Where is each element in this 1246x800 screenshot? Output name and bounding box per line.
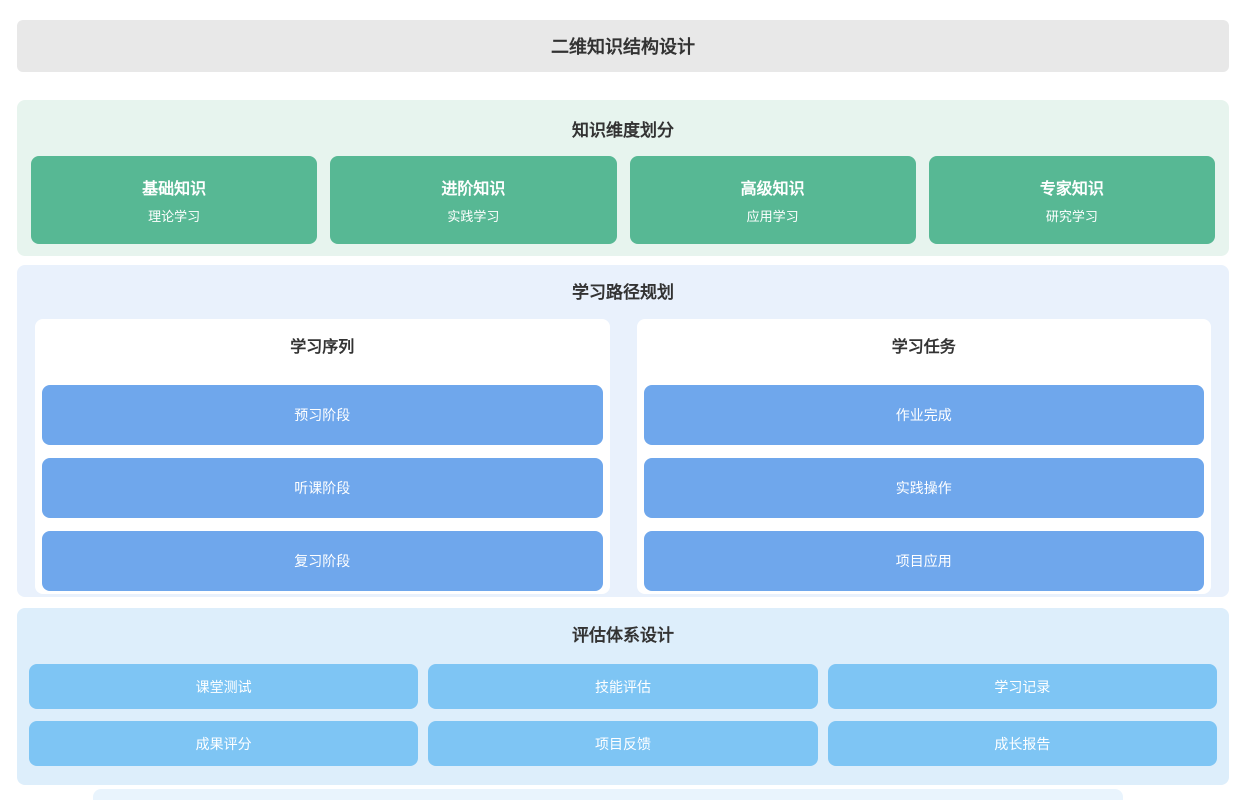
dimension-card-senior[interactable]: 高级知识 应用学习	[629, 156, 916, 244]
panel-title: 学习序列	[290, 339, 355, 356]
section-learning-path: 学习路径规划 学习序列 预习阶段 听课阶段 复习阶段 学习任务 作业完成 实践操…	[17, 265, 1229, 597]
section-knowledge-dimensions: 知识维度划分 基础知识 理论学习 进阶知识 实践学习 高级知识 应用学习 专家知…	[17, 100, 1229, 256]
panel-learning-sequence: 学习序列 预习阶段 听课阶段 复习阶段	[35, 319, 610, 594]
section-evaluation-system: 评估体系设计 课堂测试 技能评估 学习记录 成果评分 项目反馈 成长报告	[17, 608, 1229, 785]
task-item-project[interactable]: 项目应用	[643, 531, 1204, 591]
evaluation-system-title: 评估体系设计	[572, 626, 674, 645]
learning-path-title: 学习路径规划	[572, 283, 674, 302]
card-title: 高级知识	[740, 181, 805, 198]
evaluation-grid: 课堂测试 技能评估 学习记录 成果评分 项目反馈 成长报告	[17, 664, 1229, 766]
page-title: 二维知识结构设计	[17, 20, 1229, 72]
panel-title: 学习任务	[891, 339, 956, 356]
knowledge-dimensions-title: 知识维度划分	[572, 121, 674, 140]
evaluation-item-growth-report[interactable]: 成长报告	[827, 721, 1217, 766]
task-item-practice[interactable]: 实践操作	[643, 458, 1204, 518]
card-subtitle: 应用学习	[746, 209, 799, 224]
dimension-cards-row: 基础知识 理论学习 进阶知识 实践学习 高级知识 应用学习 专家知识 研究学习	[17, 156, 1229, 244]
sequence-item-lecture[interactable]: 听课阶段	[42, 458, 603, 518]
panel-learning-tasks: 学习任务 作业完成 实践操作 项目应用	[636, 319, 1211, 594]
card-title: 专家知识	[1039, 181, 1104, 198]
evaluation-item-project-feedback[interactable]: 项目反馈	[428, 721, 818, 766]
card-title: 基础知识	[142, 181, 207, 198]
next-section-partial	[93, 789, 1123, 800]
card-subtitle: 理论学习	[148, 209, 201, 224]
sequence-item-preview[interactable]: 预习阶段	[42, 385, 603, 445]
dimension-card-advanced[interactable]: 进阶知识 实践学习	[330, 156, 617, 244]
learning-path-panels: 学习序列 预习阶段 听课阶段 复习阶段 学习任务 作业完成 实践操作 项目应用	[17, 319, 1229, 594]
card-subtitle: 研究学习	[1045, 209, 1098, 224]
card-subtitle: 实践学习	[447, 209, 500, 224]
card-title: 进阶知识	[441, 181, 506, 198]
dimension-card-expert[interactable]: 专家知识 研究学习	[928, 156, 1215, 244]
evaluation-item-learning-record[interactable]: 学习记录	[827, 664, 1217, 709]
sequence-item-review[interactable]: 复习阶段	[42, 531, 603, 591]
evaluation-item-class-test[interactable]: 课堂测试	[29, 664, 419, 709]
task-item-homework[interactable]: 作业完成	[643, 385, 1204, 445]
dimension-card-basic[interactable]: 基础知识 理论学习	[31, 156, 318, 244]
evaluation-item-skill-assessment[interactable]: 技能评估	[428, 664, 818, 709]
evaluation-item-result-score[interactable]: 成果评分	[29, 721, 419, 766]
